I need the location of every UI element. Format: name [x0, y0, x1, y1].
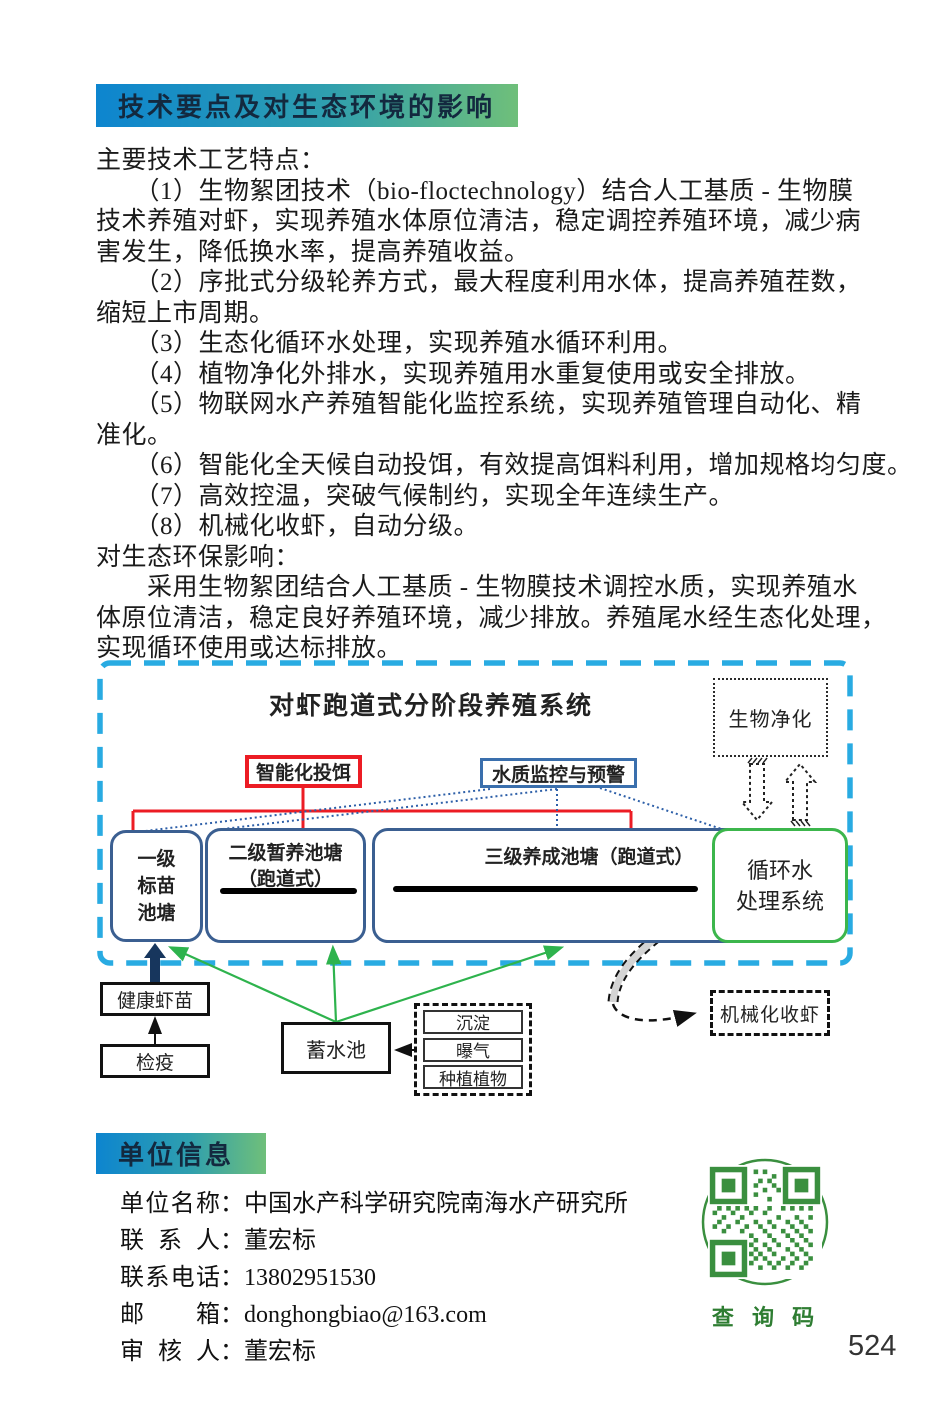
contact-label: 联系人	[120, 1228, 220, 1254]
pond2-label: 二级暂养池塘 （跑道式）	[228, 843, 343, 890]
pond2-raceway-bar	[220, 888, 357, 894]
treatment-step: 沉淀	[423, 1009, 523, 1034]
body-line: 主要技术工艺特点：	[96, 147, 326, 174]
fry-stocking-arrow	[144, 943, 166, 982]
contact-label: 联系电话	[120, 1265, 220, 1291]
page-number: 524	[848, 1330, 897, 1362]
contact-label: 审核人	[120, 1339, 220, 1365]
aquaculture-system-diagram: 对虾跑道式分阶段养殖系统 生物净化 智能化投饵 水质监控与预警 一级 标苗 池塘…	[96, 660, 874, 1105]
body-line: 技术养殖对虾，实现养殖水体原位清洁，稳定调控养殖环境，减少病	[96, 208, 862, 235]
smart-feeding-box: 智能化投饵	[245, 755, 362, 788]
body-line: 害发生，降低换水率，提高养殖收益。	[96, 238, 530, 266]
contact-row: 联系人：董宏标	[120, 1223, 628, 1260]
contact-separator: ：	[220, 1191, 244, 1217]
pond1-nursery-box: 一级 标苗 池塘	[110, 830, 203, 942]
circulating-water-box: 循环水 处理系统	[712, 828, 848, 943]
body-line: 采用生物絮团结合人工基质 - 生物膜技术调控水质，实现养殖水	[96, 574, 858, 601]
body-line: 对生态环保影响：	[96, 543, 301, 571]
body-line: （2）序批式分级轮养方式，最大程度利用水体，提高养殖茬数，	[96, 269, 862, 296]
contact-value: 董宏标	[244, 1339, 316, 1365]
unit-info-title: 单位信息	[118, 1140, 235, 1170]
water-monitoring-box: 水质监控与预警	[480, 758, 637, 788]
qr-code-block: 查 询 码	[698, 1155, 834, 1332]
contact-value: 中国水产科学研究院南海水产研究所	[244, 1191, 628, 1217]
water-treatment-box: 沉淀曝气种植植物	[414, 1003, 532, 1096]
section-header-tech-points: 技术要点及对生态环境的影响	[96, 84, 518, 127]
body-line: （3）生态化循环水处理，实现养殖水循环利用。	[96, 330, 684, 357]
contact-label: 单位名称	[120, 1191, 220, 1217]
arrow-hatch-marks	[747, 757, 811, 827]
contact-row: 联系电话：13802951530	[120, 1260, 628, 1297]
up-block-arrow	[782, 762, 818, 821]
bio-purify-exchange-arrows	[739, 762, 818, 822]
mechanized-harvest-box: 机械化收虾	[710, 990, 830, 1036]
pond3-raceway-bar	[393, 886, 698, 892]
harvest-dashed-arrow	[611, 1003, 697, 1027]
body-line: 缩短上市周期。	[96, 299, 275, 327]
body-line: （8）机械化收虾，自动分级。	[96, 513, 480, 540]
body-line: （7）高效控温，突破气候制约，实现全年连续生产。	[96, 482, 735, 510]
body-text: 主要技术工艺特点： （1）生物絮团技术（bio-floctechnology）结…	[96, 146, 913, 665]
body-line: （5）物联网水产养殖智能化监控系统，实现养殖管理自动化、精	[96, 391, 862, 418]
contact-value: 13802951530	[244, 1265, 376, 1291]
body-line: 体原位清洁，稳定良好养殖环境，减少排放。养殖尾水经生态化处理，	[96, 604, 887, 632]
body-line: 准化。	[96, 421, 173, 449]
contact-separator: ：	[220, 1265, 244, 1291]
contact-value: 董宏标	[244, 1228, 316, 1254]
contact-row: 审核人：董宏标	[120, 1334, 628, 1371]
contact-separator: ：	[220, 1228, 244, 1254]
reservoir-box: 蓄水池	[281, 1022, 391, 1074]
contact-value: donghongbiao@163.com	[244, 1302, 487, 1328]
body-line: （6）智能化全天候自动投饵，有效提高饵料利用，增加规格均匀度。	[96, 452, 913, 479]
healthy-fry-box: 健康虾苗	[100, 982, 210, 1016]
harvest-curve-fill	[609, 935, 659, 1003]
down-block-arrow	[739, 763, 775, 822]
reservoir-supply-arrows	[167, 944, 565, 1024]
pond2-holding-box: 二级暂养池塘 （跑道式）	[205, 828, 366, 943]
body-line: （1）生物絮团技术（bio-floctechnology）结合人工基质 - 生物…	[96, 177, 854, 205]
qr-code	[701, 1158, 829, 1286]
bio-purification-box: 生物净化	[713, 678, 828, 757]
body-line: 实现循环使用或达标排放。	[96, 635, 403, 662]
quarantine-box: 检疫	[100, 1044, 210, 1078]
contact-label: 邮箱	[120, 1302, 220, 1328]
unit-contact-info: 单位名称：中国水产科学研究院南海水产研究所 联系人：董宏标 联系电话：13802…	[120, 1186, 628, 1371]
treatment-step: 种植植物	[423, 1065, 523, 1090]
section-title: 技术要点及对生态环境的影响	[118, 92, 496, 122]
body-line: （4）植物净化外排水，实现养殖用水重复使用或安全排放。	[96, 360, 811, 388]
qr-code-label: 查 询 码	[711, 1305, 821, 1330]
section-header-unit-info: 单位信息	[96, 1133, 266, 1174]
contact-row: 邮箱：donghongbiao@163.com	[120, 1297, 628, 1334]
diagram-connectors	[97, 660, 853, 1057]
contact-row: 单位名称：中国水产科学研究院南海水产研究所	[120, 1186, 628, 1223]
contact-separator: ：	[220, 1302, 244, 1328]
contact-separator: ：	[220, 1339, 244, 1365]
pond3-label: 三级养成池塘（跑道式）	[484, 847, 694, 868]
qr-circle-frame	[701, 1158, 829, 1286]
treatment-step: 曝气	[423, 1037, 523, 1062]
red-feeding-connectors	[131, 788, 633, 832]
diagram-dashed-border	[97, 660, 853, 966]
diagram-title: 对虾跑道式分阶段养殖系统	[268, 692, 593, 720]
